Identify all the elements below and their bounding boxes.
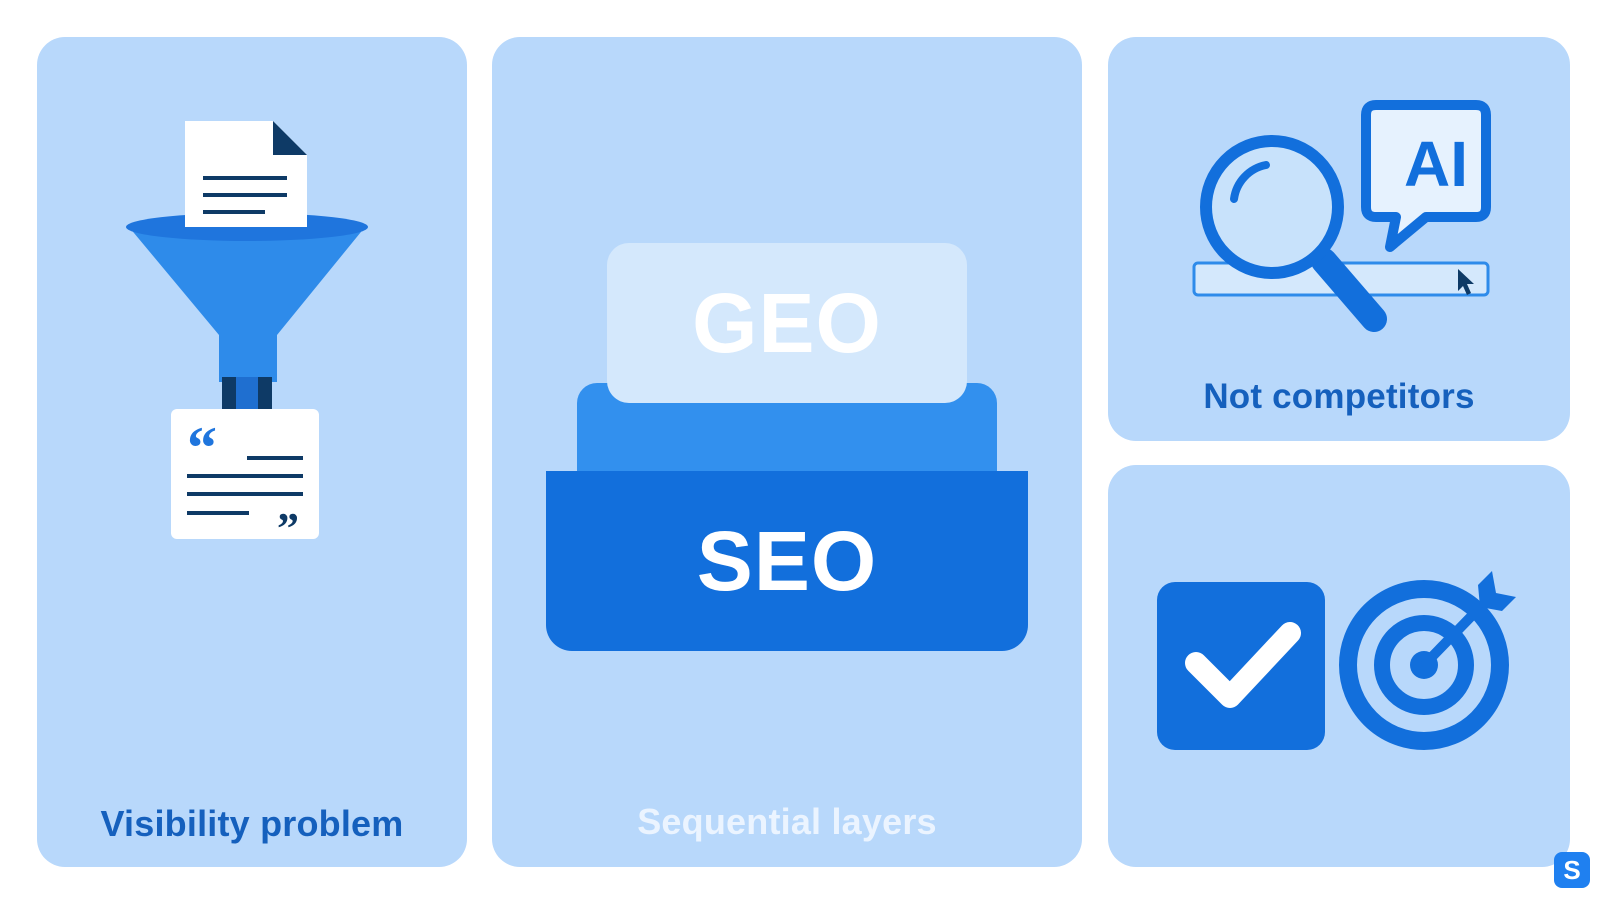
svg-text:”: ” [277,504,299,553]
document-icon [185,121,307,227]
quote-card-icon: “ ” [171,409,319,553]
magnifier-icon [1200,135,1387,332]
brand-logo-icon: S [1554,852,1590,888]
funnel-illustration: “ ” [126,121,368,553]
search-ai-illustration [1192,100,1491,332]
goal-illustration [1157,571,1516,750]
visibility-caption: Visibility problem [100,803,404,844]
layers-caption: Sequential layers [637,801,937,842]
seo-label: SEO [696,513,878,608]
svg-text:“: “ [187,415,217,481]
goal-card [1108,465,1570,867]
visibility-card: “ ” Visibility problem [37,37,467,867]
checkbox-icon [1157,582,1325,750]
funnel-icon [126,213,368,409]
arrow-icon [1421,571,1516,668]
geo-layer: GEO [607,243,967,403]
seo-layer: SEO [546,471,1028,651]
ai-bubble-text: AI [1404,128,1468,200]
competitors-caption: Not competitors [1203,377,1475,416]
layers-card: GEO SEO Sequential layers [492,37,1082,867]
cursor-icon [1458,269,1474,295]
ai-chat-bubble-icon [1361,100,1491,252]
competitors-card: AI Not competitors [1108,37,1570,441]
geo-label: GEO [692,275,882,370]
